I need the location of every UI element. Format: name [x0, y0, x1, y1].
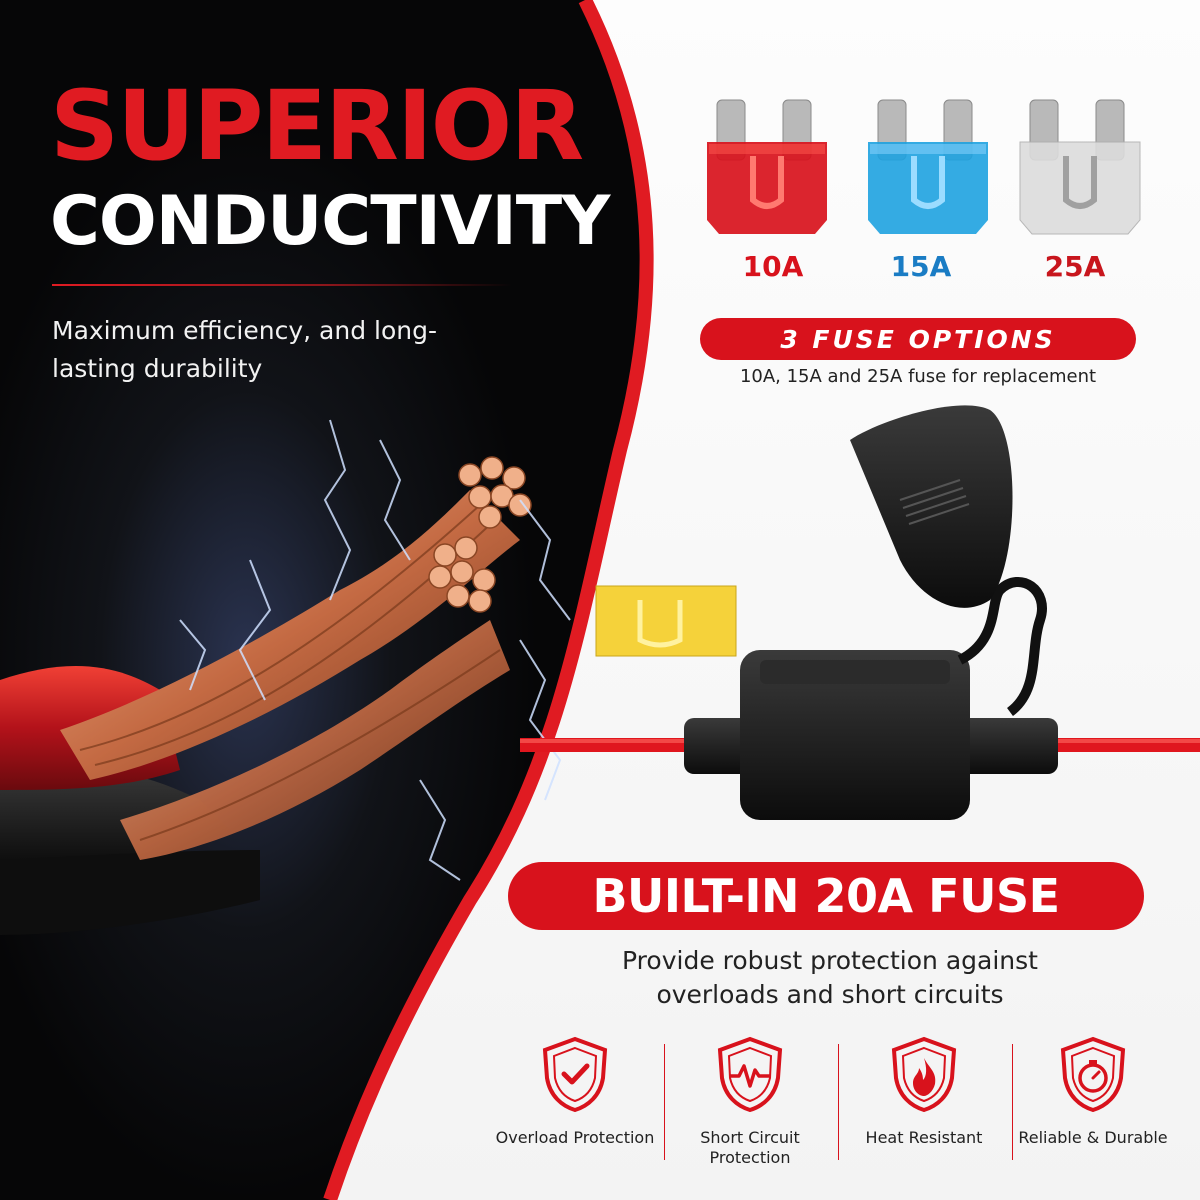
- feature-overload-protection: Overload Protection: [490, 1036, 660, 1148]
- fuse-label-10a: 10A: [742, 250, 804, 283]
- fuse-label-25a: 25A: [1044, 250, 1106, 283]
- red-blade-fuse-icon: [707, 99, 827, 234]
- feature-reliable-durable: Reliable & Durable: [1008, 1036, 1178, 1148]
- feature-label: Heat Resistant: [865, 1128, 983, 1147]
- feature-label: Short Circuit Protection: [700, 1128, 800, 1167]
- feature-label: Reliable & Durable: [1018, 1128, 1168, 1147]
- copper-wire-strands-icon: [60, 456, 532, 860]
- fuse-options-badge: 3 FUSE OPTIONS: [700, 318, 1136, 360]
- feature-divider: [1012, 1044, 1013, 1160]
- clear-blade-fuse-icon: [1019, 99, 1141, 235]
- shield-stopwatch-icon: [1060, 1036, 1126, 1113]
- headline-conductivity: CONDUCTIVITY: [50, 182, 610, 261]
- builtin-fuse-badge: BUILT-IN 20A FUSE: [508, 862, 1144, 930]
- lightning-effect-icon: [179, 419, 571, 881]
- fuse-option-10a: [697, 96, 837, 250]
- feature-short-circuit-protection: Short Circuit Protection: [665, 1036, 835, 1168]
- feature-heat-resistant: Heat Resistant: [839, 1036, 1009, 1148]
- fuse-option-25a: [1010, 96, 1150, 250]
- shield-check-icon: [542, 1036, 608, 1113]
- feature-divider: [664, 1044, 665, 1160]
- builtin-fuse-description: Provide robust protection against overlo…: [622, 946, 1038, 1009]
- headline-superior: SUPERIOR: [50, 70, 584, 182]
- fuse-options-description: 10A, 15A and 25A fuse for replacement: [739, 366, 1097, 387]
- blue-blade-fuse-icon: [868, 99, 988, 234]
- shield-pulse-icon: [717, 1036, 783, 1113]
- headline-divider: [52, 284, 512, 286]
- feature-divider: [838, 1044, 839, 1160]
- fuse-label-15a: 15A: [890, 250, 952, 283]
- feature-label: Overload Protection: [495, 1128, 655, 1147]
- headline-subtitle: Maximum efficiency, and long-lasting dur…: [52, 316, 437, 383]
- fuse-option-15a: [858, 96, 998, 250]
- shield-flame-icon: [891, 1036, 957, 1113]
